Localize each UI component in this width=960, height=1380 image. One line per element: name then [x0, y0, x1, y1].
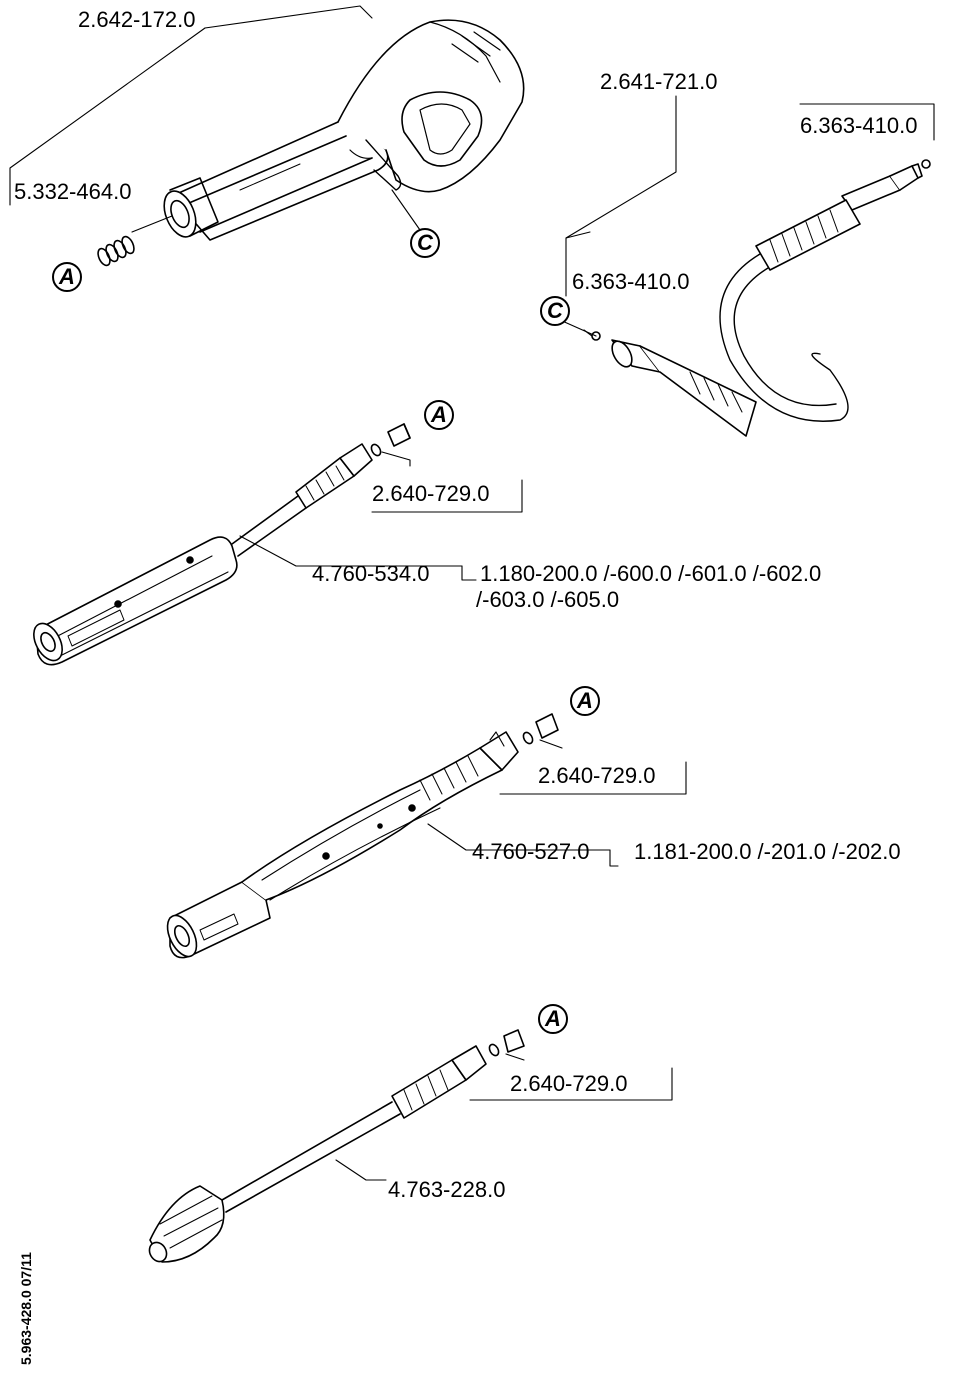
- part-label-nozzle-2: 2.640-729.0: [538, 763, 656, 788]
- part-label-lance-2: 4.760-527.0: [472, 839, 590, 864]
- trigger-gun: [163, 19, 525, 241]
- part-label-hose-oring-start: 6.363-410.0: [572, 269, 690, 294]
- callout-c-hose: C: [540, 296, 570, 326]
- part-label-hose-oring-end: 6.363-410.0: [800, 113, 918, 138]
- lance-3: [148, 1029, 525, 1263]
- part-label-hose: 2.641-721.0: [600, 69, 718, 94]
- callout-c-gun: C: [410, 228, 440, 258]
- callout-a-lance-1: A: [424, 400, 454, 430]
- hose-leader-lines: [559, 95, 935, 337]
- lance-1-leader-lines: [239, 451, 523, 581]
- part-label-gun-spring: 5.332-464.0: [14, 179, 132, 204]
- document-code: 5.963-428.0 07/11: [18, 1252, 34, 1365]
- spring-coils: [97, 235, 135, 267]
- part-label-assembly-1-line-1: 1.180-200.0 /-600.0 /-601.0 /-602.0: [480, 561, 822, 586]
- callout-a-gun: A: [52, 262, 82, 292]
- callout-a-lance-2: A: [570, 686, 600, 716]
- lance-2: [166, 713, 559, 959]
- part-label-nozzle-3: 2.640-729.0: [510, 1071, 628, 1096]
- part-label-gun-housing: 2.642-172.0: [78, 7, 196, 32]
- part-label-lance-1: 4.760-534.0: [312, 561, 430, 586]
- lance-3-leader-lines: [335, 1053, 673, 1181]
- gun-leader-lines: [9, 5, 421, 233]
- part-label-lance-3: 4.763-228.0: [388, 1177, 506, 1202]
- part-label-assembly-1-line-2: /-603.0 /-605.0: [476, 587, 620, 612]
- callout-a-lance-3: A: [538, 1004, 568, 1034]
- lance-1: [33, 423, 411, 666]
- high-pressure-hose: [591, 159, 931, 437]
- part-label-nozzle-1: 2.640-729.0: [372, 481, 490, 506]
- part-label-assembly-2: 1.181-200.0 /-201.0 /-202.0: [634, 839, 901, 864]
- lance-2-leader-lines: [427, 739, 687, 867]
